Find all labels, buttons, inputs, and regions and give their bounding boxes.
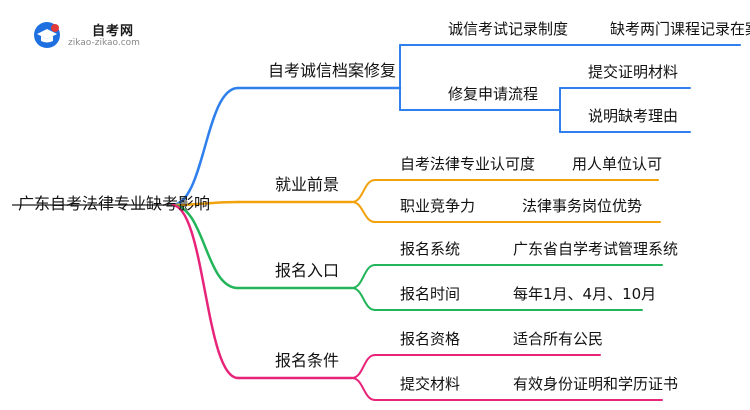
graduation-cap-icon <box>34 22 60 48</box>
sub-node-label: 自考法律专业认可度 <box>400 155 536 173</box>
sub-node-label: 修复申请流程 <box>448 85 539 103</box>
branch-connector <box>170 203 240 290</box>
leaf-node-label: 缺考两门课程记录在案 <box>610 20 750 38</box>
site-logo: 自考网 zikao-zikao.com <box>32 14 182 54</box>
sub-node-label: 报名资格 <box>400 330 461 348</box>
branch-label: 报名入口 <box>275 261 340 280</box>
sub-node-label: 报名系统 <box>400 240 461 258</box>
branch-connector <box>170 86 240 207</box>
branch-connector <box>170 200 240 207</box>
leaf-node-label: 提交证明材料 <box>588 63 679 81</box>
sub-node-label: 报名时间 <box>400 285 461 303</box>
leaf-node-label: 有效身份证明和学历证书 <box>513 375 679 393</box>
sub-connector <box>351 287 376 311</box>
leaf-node-label: 广东省自学考试管理系统 <box>513 240 679 258</box>
leaf-node-label: 用人单位认可 <box>572 155 663 173</box>
sub-connector <box>351 179 376 203</box>
root-node-label: 广东自考法律专业缺考影响 <box>18 194 211 213</box>
sub-node-label: 职业竞争力 <box>400 197 476 215</box>
sub-node-label: 提交材料 <box>400 375 461 393</box>
leaf-node-label: 适合所有公民 <box>513 330 604 348</box>
logo-subtitle: zikao-zikao.com <box>68 38 140 48</box>
sub-connector <box>351 264 376 289</box>
sub-connector <box>351 377 376 401</box>
logo-title: 自考网 <box>92 24 135 39</box>
sub-connector <box>351 201 376 223</box>
leaf-node-label: 每年1月、4月、10月 <box>513 285 657 303</box>
branch-label: 报名条件 <box>275 351 340 370</box>
leaf-node-label: 说明缺考理由 <box>588 107 679 125</box>
branch-label: 就业前景 <box>275 175 340 194</box>
leaf-node-label: 法律事务岗位优势 <box>522 197 643 215</box>
branch-label: 自考诚信档案修复 <box>268 61 397 80</box>
sub-connector <box>351 354 376 379</box>
sub-node-label: 诚信考试记录制度 <box>448 20 569 38</box>
branch-connector <box>170 203 240 380</box>
